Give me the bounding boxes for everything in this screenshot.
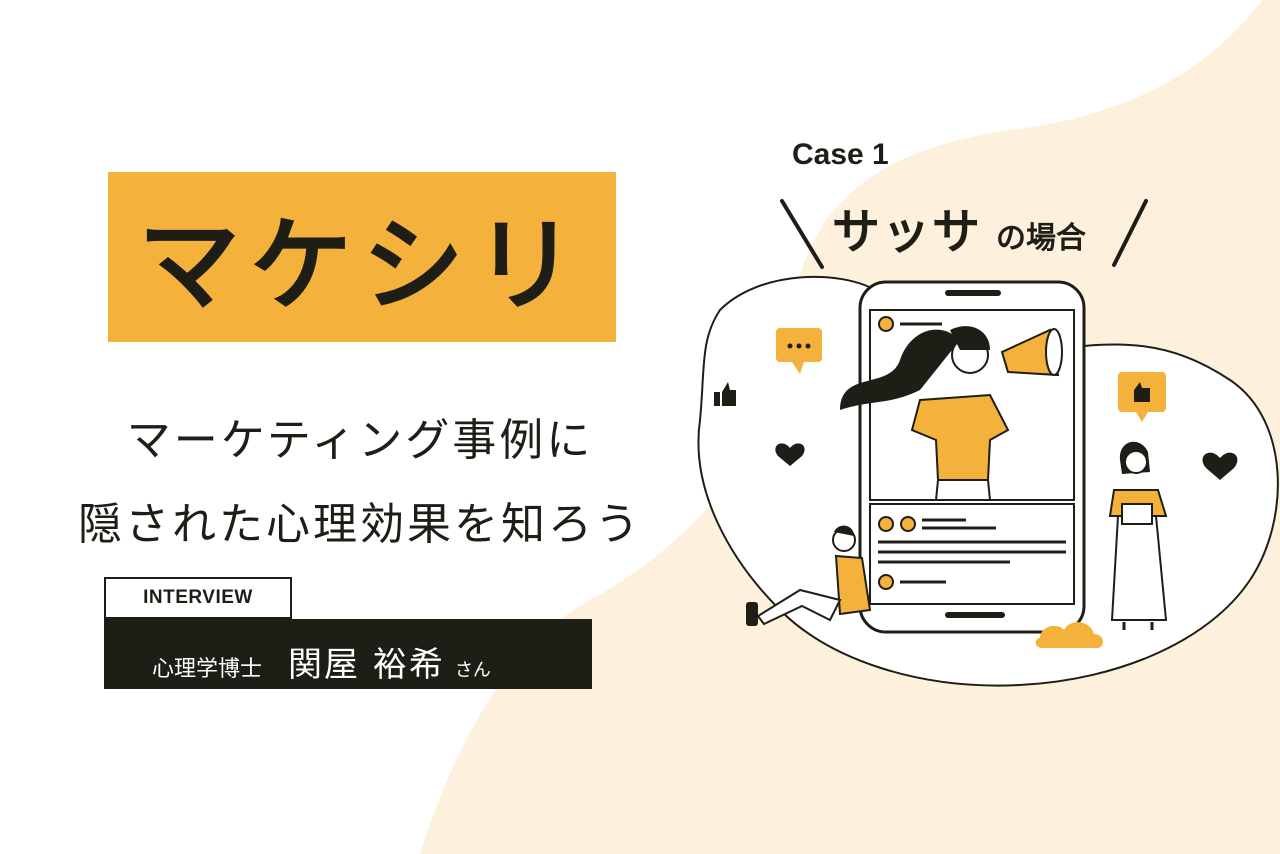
woman-with-laptop xyxy=(1108,441,1168,630)
laptop-icon xyxy=(1121,503,1153,525)
subtitle-line-1: マーケティング事例に xyxy=(126,415,594,466)
interview-tag: INTERVIEW xyxy=(104,577,292,619)
case-suffix: の場合 xyxy=(996,221,1087,256)
sitting-man xyxy=(746,525,872,626)
interviewee-name: 関屋 裕希 xyxy=(288,645,445,685)
megaphone-icon xyxy=(1000,328,1060,377)
interviewee-honorific: さん xyxy=(454,660,491,681)
subtitle-line-2: 隠された心理効果を知ろう xyxy=(78,499,642,550)
thumbs-up-icon xyxy=(714,382,736,406)
case-heading-slashes xyxy=(780,199,1148,269)
case-company-name: サッサ xyxy=(832,204,983,260)
case-label: Case 1 xyxy=(792,138,889,171)
interviewee-title: 心理学博士 xyxy=(152,657,263,682)
illustration xyxy=(697,275,1279,687)
thumbs-up-icon xyxy=(1134,382,1150,402)
interviewee-bar: 心理学博士 関屋 裕希 さん xyxy=(104,619,592,689)
heart-icon xyxy=(775,443,805,466)
woman-with-megaphone xyxy=(840,326,1063,501)
like-bubble-icon xyxy=(1118,372,1166,422)
brand-box: マケシリ xyxy=(108,172,616,342)
brand-title: マケシリ xyxy=(138,206,586,326)
case-heading: サッサ の場合 xyxy=(832,192,1086,262)
chat-bubble-icon xyxy=(776,328,822,374)
heart-icon xyxy=(1202,452,1238,480)
cloud-icon xyxy=(1035,622,1103,648)
